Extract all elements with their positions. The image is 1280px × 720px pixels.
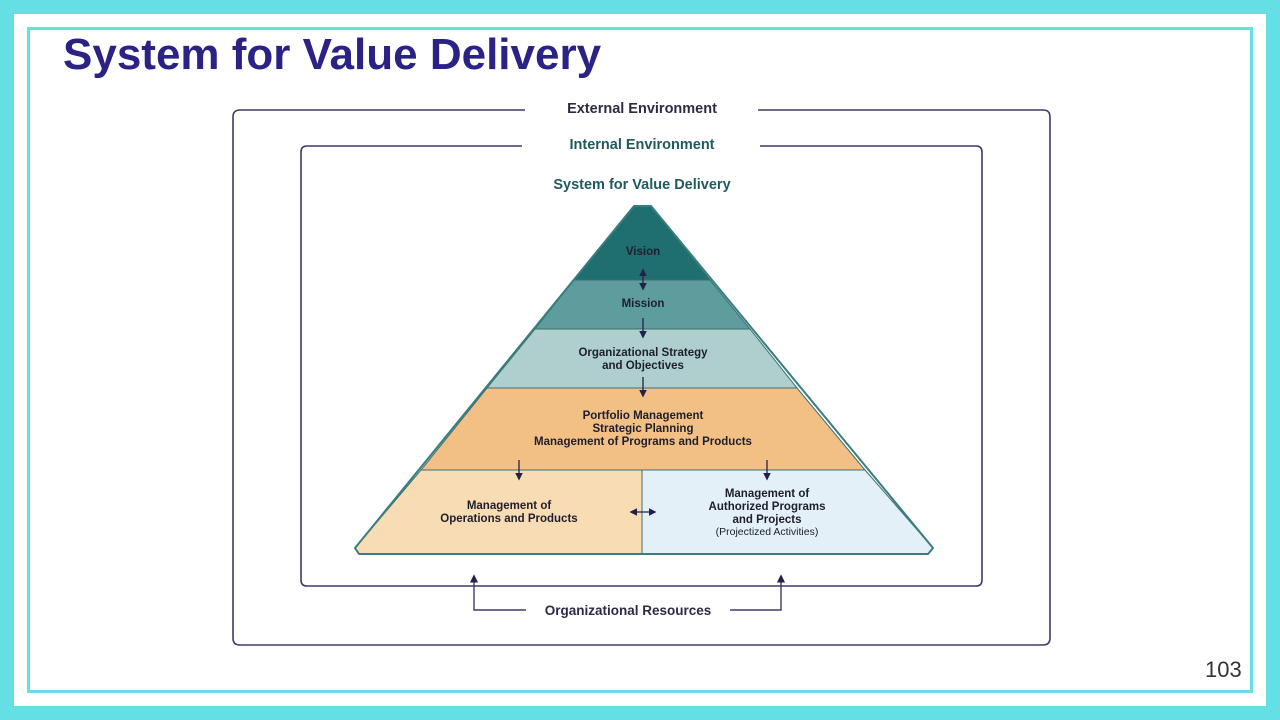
internal-environment-label: Internal Environment xyxy=(569,137,714,153)
strategy-label-line-2: and Objectives xyxy=(602,360,684,372)
vision-tier xyxy=(572,205,712,281)
external-environment-box xyxy=(232,109,1051,646)
portfolio-label-line-1: Portfolio Management xyxy=(583,410,704,422)
operations-label-line-1: Management of xyxy=(467,500,552,512)
vision-label: Vision xyxy=(626,246,660,258)
slide-title: System for Value Delivery xyxy=(63,30,602,79)
authorized-note: (Projectized Activities) xyxy=(716,526,819,538)
authorized-label-line-3: and Projects xyxy=(732,514,801,526)
resources-connector-right xyxy=(730,574,786,611)
pyramid-title: System for Value Delivery xyxy=(553,177,730,193)
mission-label: Mission xyxy=(622,298,665,310)
external-environment-label: External Environment xyxy=(567,101,717,117)
authorized-label-line-2: Authorized Programs xyxy=(709,501,826,513)
strategy-label-line-1: Organizational Strategy xyxy=(578,347,708,359)
page-number: 103 xyxy=(1205,657,1242,682)
organizational-resources-label: Organizational Resources xyxy=(545,603,712,618)
internal-environment-box xyxy=(300,145,983,587)
pyramid-outline xyxy=(354,205,934,555)
resources-connector-left xyxy=(469,574,526,611)
authorized-label-line-1: Management of xyxy=(725,488,810,500)
operations-tier xyxy=(354,469,643,555)
portfolio-label-line-3: Management of Programs and Products xyxy=(534,436,752,448)
portfolio-label-line-2: Strategic Planning xyxy=(593,423,694,435)
operations-label-line-2: Operations and Products xyxy=(440,513,577,525)
